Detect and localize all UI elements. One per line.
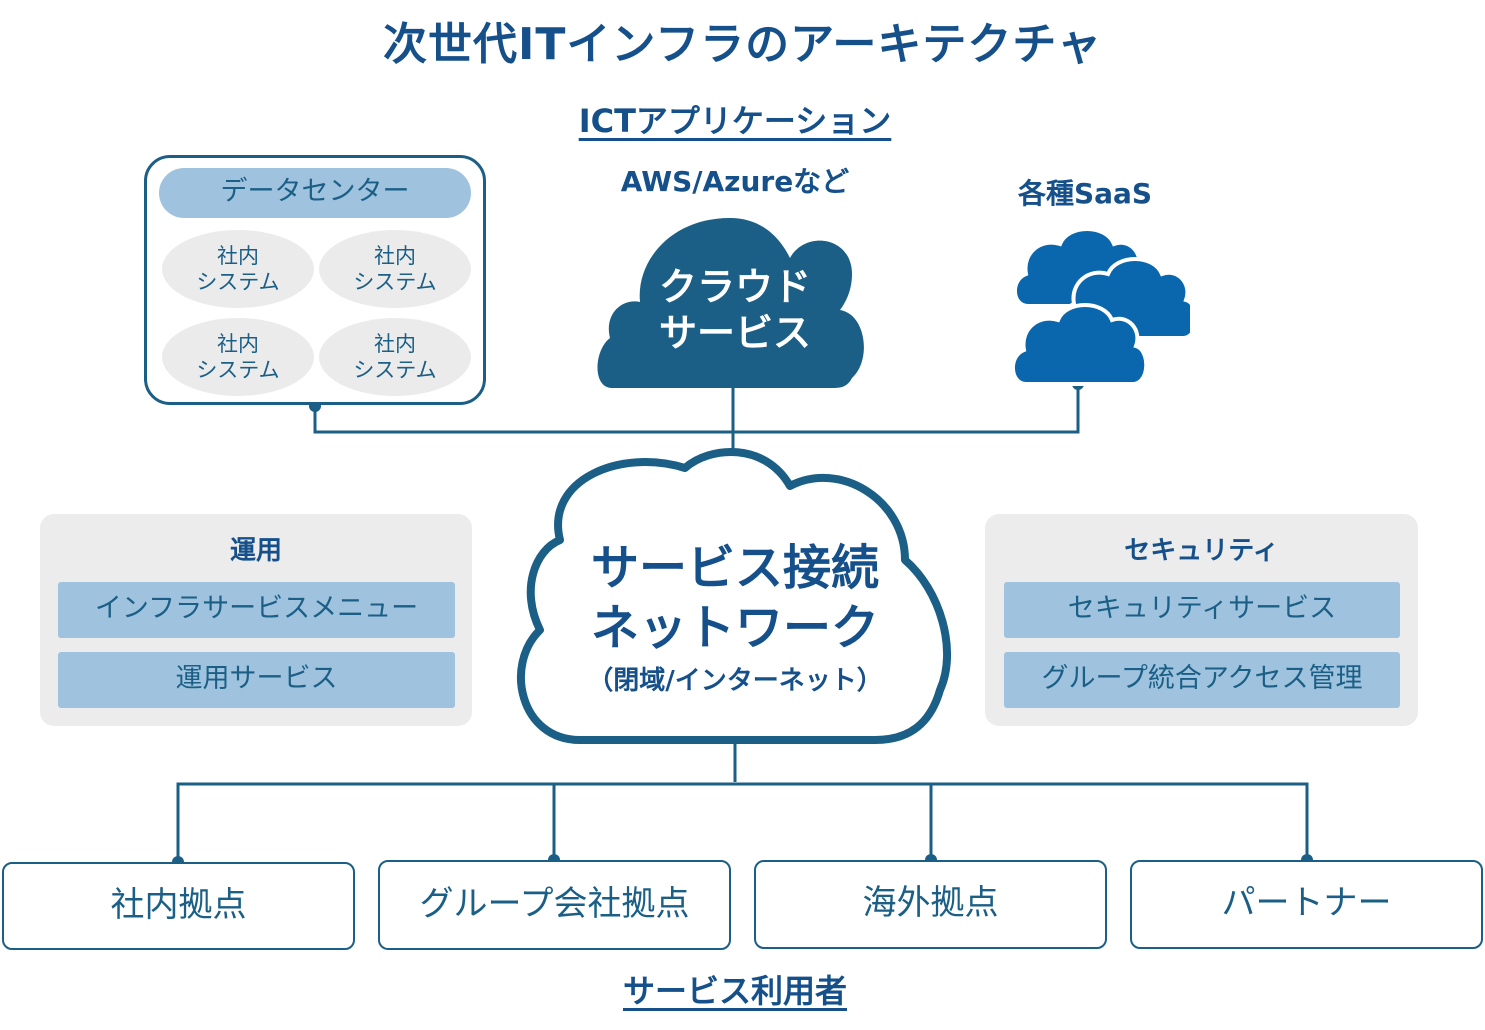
internal-system: 社内 システム — [319, 318, 471, 396]
internal-system: 社内 システム — [162, 318, 314, 396]
saas-clouds-icon — [1011, 227, 1190, 386]
service-users-heading: サービス利用者 — [622, 972, 847, 1010]
security-title: セキュリティ — [1124, 536, 1279, 566]
ict-applications-heading: ICTアプリケーション — [578, 102, 892, 140]
network-cloud-shape — [516, 448, 951, 744]
operations-title: 運用 — [229, 536, 282, 566]
internal-system: 社内 システム — [319, 230, 471, 308]
user-site-box: パートナー — [1130, 860, 1483, 949]
cloud-service-label: クラウド サービス — [658, 265, 811, 355]
cloud-caption: AWS/Azureなど — [620, 165, 850, 198]
operations-item: 運用サービス — [58, 652, 455, 708]
internal-system: 社内 システム — [162, 230, 314, 308]
user-site-box: 海外拠点 — [754, 860, 1107, 949]
datacenter-label: データセンター — [159, 168, 471, 218]
cloud-service-icon — [597, 218, 864, 388]
diagram-title: 次世代ITインフラのアーキテクチャ — [383, 19, 1102, 70]
security-item: セキュリティサービス — [1004, 582, 1400, 638]
security-item: グループ統合アクセス管理 — [1004, 652, 1400, 708]
network-label: サービス接続 ネットワーク — [590, 540, 879, 656]
saas-caption: 各種SaaS — [1017, 177, 1153, 210]
user-site-box: 社内拠点 — [2, 862, 355, 950]
user-site-box: グループ会社拠点 — [378, 860, 731, 950]
operations-item: インフラサービスメニュー — [58, 582, 455, 638]
network-sublabel: （閉域/インターネット） — [587, 666, 883, 696]
